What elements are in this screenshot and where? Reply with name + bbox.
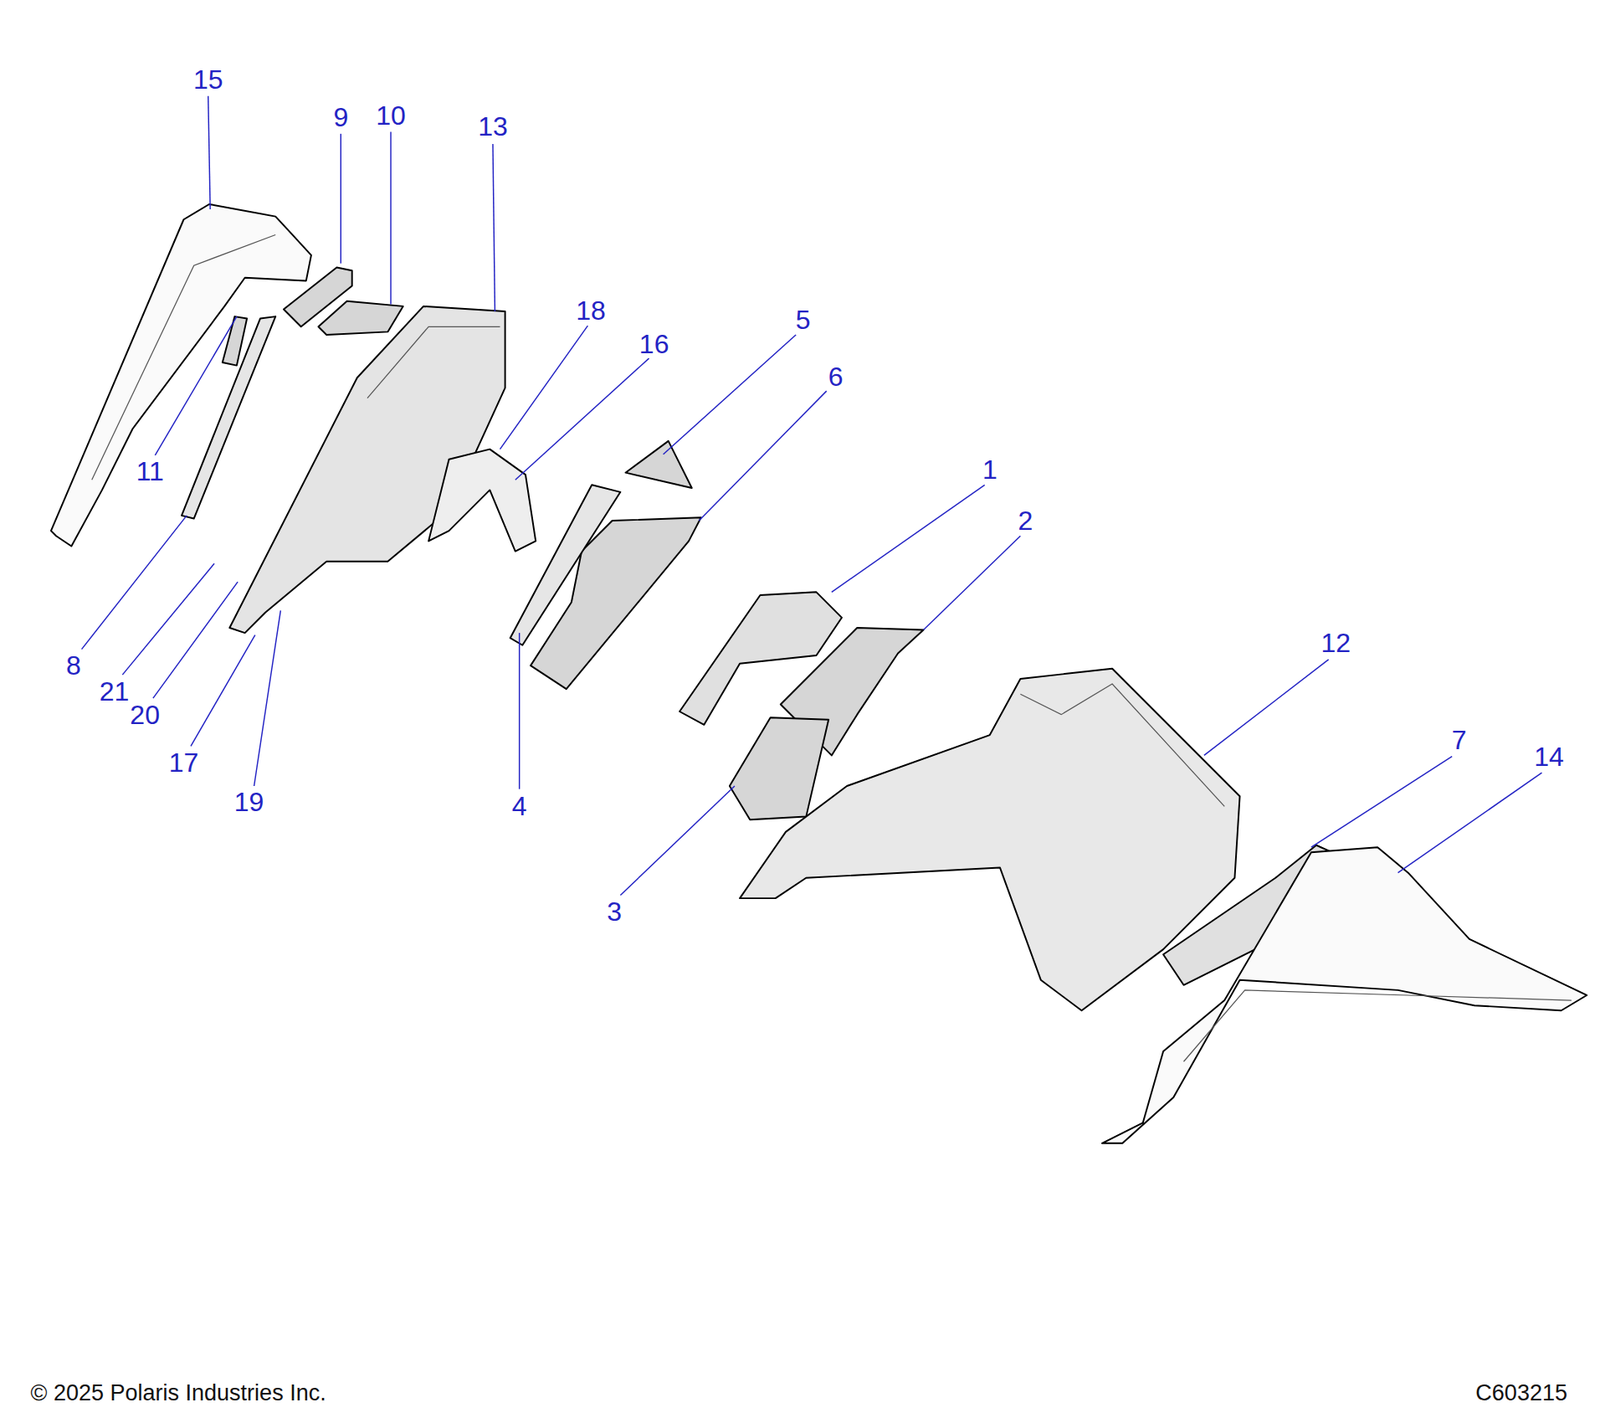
pad: [530, 517, 702, 689]
pad: [625, 441, 692, 488]
callout-number: 17: [169, 748, 200, 776]
footer-text: C603215: [1475, 1381, 1568, 1405]
footer-text: © 2025 Polaris Industries Inc.: [30, 1381, 327, 1405]
callout-number: 7: [1451, 726, 1467, 754]
pad: [317, 301, 403, 335]
callout-number: 4: [512, 792, 528, 820]
callout-number: 18: [575, 297, 606, 324]
inner-panel: [739, 668, 1241, 1011]
callout-number: 20: [129, 701, 160, 729]
strip: [510, 484, 621, 645]
callout-number: 14: [1533, 743, 1565, 770]
shroud-panel: [1102, 846, 1587, 1144]
callout-number: 21: [99, 677, 130, 705]
callout-number: 8: [66, 651, 82, 679]
callout-number: 19: [234, 788, 265, 816]
pad: [729, 717, 829, 820]
callout-number: 2: [1018, 507, 1034, 534]
callout-number: 3: [606, 897, 622, 925]
callout-number: 5: [795, 306, 811, 334]
duct: [428, 449, 536, 552]
leader-lines: [82, 96, 1543, 896]
callout-number: 11: [136, 457, 165, 485]
callout-number: 13: [477, 112, 508, 140]
callout-number: 10: [375, 102, 406, 129]
strip: [181, 316, 276, 518]
callout-number: 15: [193, 66, 224, 93]
callout-number: 9: [333, 103, 349, 131]
callout-number: 12: [1320, 629, 1351, 657]
shroud-panel: [51, 204, 312, 546]
callout-number: 6: [828, 363, 844, 390]
callout-number: 1: [982, 456, 998, 483]
callout-number: 16: [639, 330, 670, 358]
pad: [222, 316, 247, 366]
